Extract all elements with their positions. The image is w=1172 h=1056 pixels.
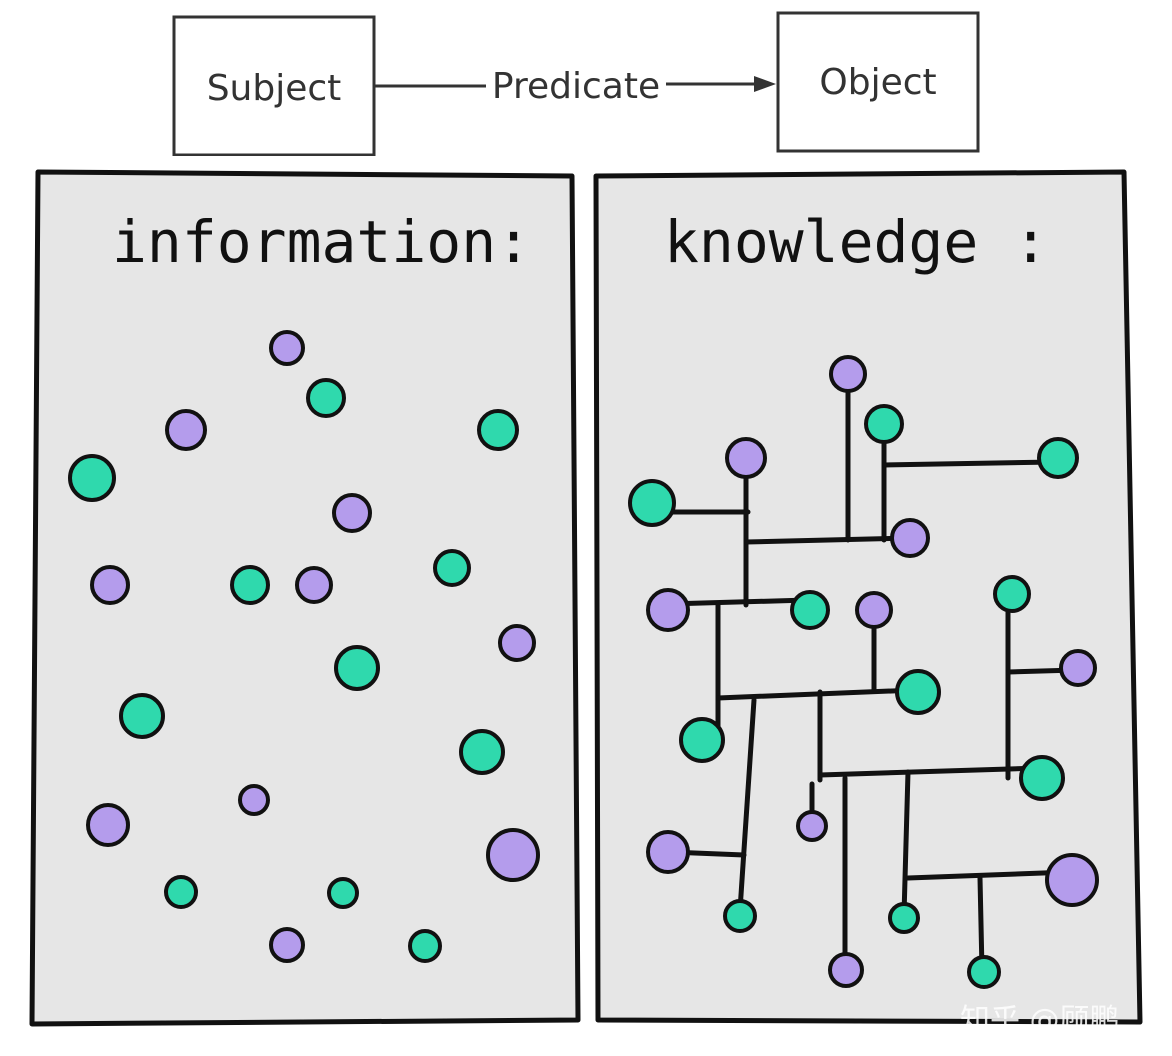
green-dot-icon bbox=[327, 877, 359, 909]
subject-box bbox=[172, 15, 376, 156]
information-title: information: bbox=[112, 208, 531, 276]
green-dot-icon bbox=[68, 454, 116, 502]
watermark-text: 知乎 @顾鹏 bbox=[960, 1003, 1120, 1038]
green-dot-icon bbox=[477, 409, 519, 451]
green-dot-icon bbox=[1037, 437, 1079, 479]
triple-diagram: Subject Predicate Object bbox=[158, 4, 998, 156]
green-dot-icon bbox=[433, 549, 471, 587]
purple-dot-icon bbox=[238, 784, 270, 816]
green-dot-icon bbox=[790, 590, 830, 630]
green-dot-icon bbox=[993, 575, 1031, 613]
object-label: Object bbox=[819, 62, 936, 103]
predicate-label: Predicate bbox=[492, 66, 660, 107]
green-dot-icon bbox=[888, 902, 920, 934]
green-dot-icon bbox=[164, 875, 198, 909]
knowledge-panel: knowledge : bbox=[593, 169, 1143, 1038]
purple-dot-icon bbox=[855, 591, 893, 629]
green-dot-icon bbox=[306, 378, 346, 418]
purple-dot-icon bbox=[332, 493, 372, 533]
purple-dot-icon bbox=[725, 437, 767, 479]
green-dot-icon bbox=[723, 899, 757, 933]
green-dot-icon bbox=[679, 717, 725, 763]
green-dot-icon bbox=[1019, 755, 1065, 801]
purple-dot-icon bbox=[646, 588, 690, 632]
object-box bbox=[776, 11, 980, 153]
purple-dot-icon bbox=[796, 810, 828, 842]
purple-dot-icon bbox=[165, 409, 207, 451]
purple-dot-icon bbox=[86, 803, 130, 847]
purple-dot-icon bbox=[828, 952, 864, 988]
green-dot-icon bbox=[334, 645, 380, 691]
arrow-right-icon bbox=[754, 76, 776, 92]
green-dot-icon bbox=[119, 693, 165, 739]
green-dot-icon bbox=[895, 669, 941, 715]
green-dot-icon bbox=[628, 479, 676, 527]
purple-dot-icon bbox=[890, 518, 930, 558]
purple-dot-icon bbox=[269, 927, 305, 963]
purple-dot-icon bbox=[1045, 853, 1099, 907]
purple-dot-icon bbox=[90, 565, 130, 605]
purple-dot-icon bbox=[829, 355, 867, 393]
green-dot-icon bbox=[459, 729, 505, 775]
purple-dot-icon bbox=[646, 830, 690, 874]
information-panel: information: bbox=[29, 169, 581, 1027]
green-dot-icon bbox=[967, 955, 1001, 989]
purple-dot-icon bbox=[498, 624, 536, 662]
purple-dot-icon bbox=[486, 828, 540, 882]
purple-dot-icon bbox=[1059, 649, 1097, 687]
green-dot-icon bbox=[864, 404, 904, 444]
purple-dot-icon bbox=[269, 330, 305, 366]
knowledge-title: knowledge : bbox=[664, 208, 1048, 276]
green-dot-icon bbox=[408, 929, 442, 963]
subject-label: Subject bbox=[207, 68, 342, 109]
information-vs-knowledge-illustration: information: knowledge : bbox=[29, 169, 1143, 1038]
purple-dot-icon bbox=[295, 566, 333, 604]
green-dot-icon bbox=[230, 565, 270, 605]
